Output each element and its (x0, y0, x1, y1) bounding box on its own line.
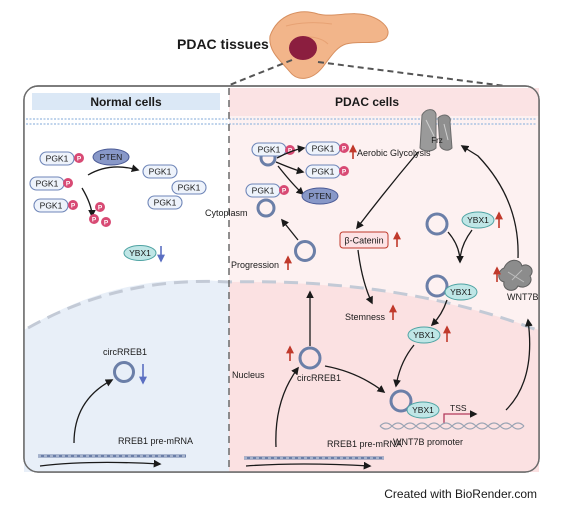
normal-pgk1-free: PGK1 PGK1 PGK1 (142, 164, 207, 210)
normal-transcription-arrow (39, 459, 162, 468)
wnt7b-promoter-label: WNT7B promoter (393, 437, 463, 447)
pdac-p-label: P (282, 188, 287, 195)
frz-to-catenin-arrow (356, 151, 419, 230)
wnt7b-protein (498, 259, 533, 291)
normal-circ-label: circRREB1 (103, 347, 147, 357)
normal-pgk1-label: PGK1 (40, 201, 63, 211)
free-p-label: P (104, 220, 109, 227)
normal-pten (92, 148, 130, 166)
cell-membrane (26, 118, 537, 125)
promoter-to-wnt7b-arrow (505, 318, 533, 411)
pdac-pgk1-cytoplasm: PGK1 P (245, 183, 289, 218)
ybx1-to-promoter-arrow (393, 344, 415, 388)
normal-title-bar (32, 93, 220, 110)
header-title: PDAC tissues (177, 36, 269, 52)
normal-panel-title: Normal cells (90, 95, 162, 109)
pten-binding-arrow (277, 165, 305, 196)
pgk1-activation-arrow-2 (275, 161, 305, 175)
frz-receptor (419, 109, 453, 152)
pdac-pten (301, 187, 339, 205)
normal-pgk1-label: PGK1 (46, 154, 69, 164)
progression-circ-ring (294, 240, 316, 262)
tumor-mass (289, 36, 317, 60)
normal-splicing-arrow (73, 379, 114, 444)
beta-catenin-box (339, 231, 389, 249)
aerobic-glycolysis-label: Aerobic Glycolysis (357, 148, 431, 158)
free-pgk1-label: PGK1 (154, 198, 177, 208)
complex-translocation-arrow (430, 299, 448, 327)
pdac-circ-label: circRREB1 (297, 373, 341, 383)
pdac-pgk1-label: PGK1 (258, 145, 281, 155)
pdac-pgk1-label: PGK1 (312, 144, 335, 154)
ybx1-complex: YBX1 (425, 274, 478, 301)
normal-ybx1-label: YBX1 (129, 248, 151, 258)
pdac-premrna-label: RREB1 pre-mRNA (327, 439, 402, 449)
free-p-label: P (92, 217, 97, 224)
pgk1-activation-arrow (276, 145, 306, 159)
pdac-ybx1-free (461, 211, 495, 229)
ybx1-circ-ring (425, 212, 449, 236)
progression-arrow (281, 218, 299, 241)
circ-to-ybx1-arrow (324, 365, 386, 393)
normal-circ-ring (113, 361, 135, 383)
promoter-circ-ring (389, 389, 413, 413)
zoom-line-left (226, 59, 293, 87)
free-pgk1-label: PGK1 (149, 167, 172, 177)
normal-pten-label: PTEN (100, 152, 123, 162)
pdac-ybx1-label: YBX1 (467, 215, 489, 225)
normal-pgk1-label: PGK1 (36, 179, 59, 189)
frz-label: Frz (431, 136, 443, 145)
zoom-line-right (317, 61, 506, 87)
free-phosphates: P P P (89, 202, 111, 227)
beta-catenin-label: β-Catenin (344, 236, 383, 246)
pdac-splicing-arrow (275, 366, 299, 448)
free-p-label: P (98, 205, 103, 212)
phosphate-release-arrow (81, 187, 96, 218)
normal-ybx1 (123, 245, 157, 261)
promoter-ybx1 (406, 401, 440, 419)
tss-label: TSS (450, 403, 467, 413)
pdac-p-label: P (288, 148, 293, 155)
nuclear-ybx1-label: YBX1 (413, 330, 435, 340)
progression-label: Progression (231, 260, 279, 270)
pdac-p-label: P (342, 146, 347, 153)
normal-panel-background (24, 88, 229, 472)
pdac-pgk1-label: PGK1 (252, 186, 275, 196)
cytoplasm-label: Cytoplasm (205, 208, 248, 218)
normal-p-label: P (71, 203, 76, 210)
pdac-panel-title: PDAC cells (335, 95, 399, 109)
pdac-pgk1-right: PGK1 P PGK1 P (305, 141, 349, 179)
normal-p-label: P (66, 181, 71, 188)
stemness-label: Stemness (345, 312, 386, 322)
pdac-p-label: P (342, 169, 347, 176)
pancreas-illustration (269, 11, 389, 79)
nucleus-label: Nucleus (232, 370, 265, 380)
biorender-credit: Created with BioRender.com (384, 487, 537, 501)
pdac-pten-label: PTEN (309, 191, 332, 201)
ybx1-binding-arrow (456, 229, 473, 264)
nuclear-ybx1 (407, 326, 441, 344)
complex-ybx1-label: YBX1 (450, 287, 472, 297)
pdac-transcription-arrow (245, 461, 372, 470)
promoter-ybx1-label: YBX1 (412, 405, 434, 415)
dna-helix (379, 422, 525, 430)
normal-pgk1-group: PGK1 P PGK1 P PGK1 P (29, 151, 84, 213)
normal-premrna-label: RREB1 pre-mRNA (118, 436, 193, 446)
wnt7b-label: WNT7B (507, 292, 539, 302)
pten-dephosphorylation-arrow (87, 164, 140, 176)
nuclear-circ-ring (298, 346, 322, 370)
nuclear-envelope (27, 279, 538, 332)
catenin-to-stemness-arrow (357, 249, 373, 305)
free-pgk1-label: PGK1 (178, 183, 201, 193)
pdac-pgk1-label: PGK1 (312, 167, 335, 177)
wnt7b-to-frz-arrow (460, 145, 519, 259)
normal-p-label: P (77, 156, 82, 163)
tss-arrow (443, 410, 478, 424)
